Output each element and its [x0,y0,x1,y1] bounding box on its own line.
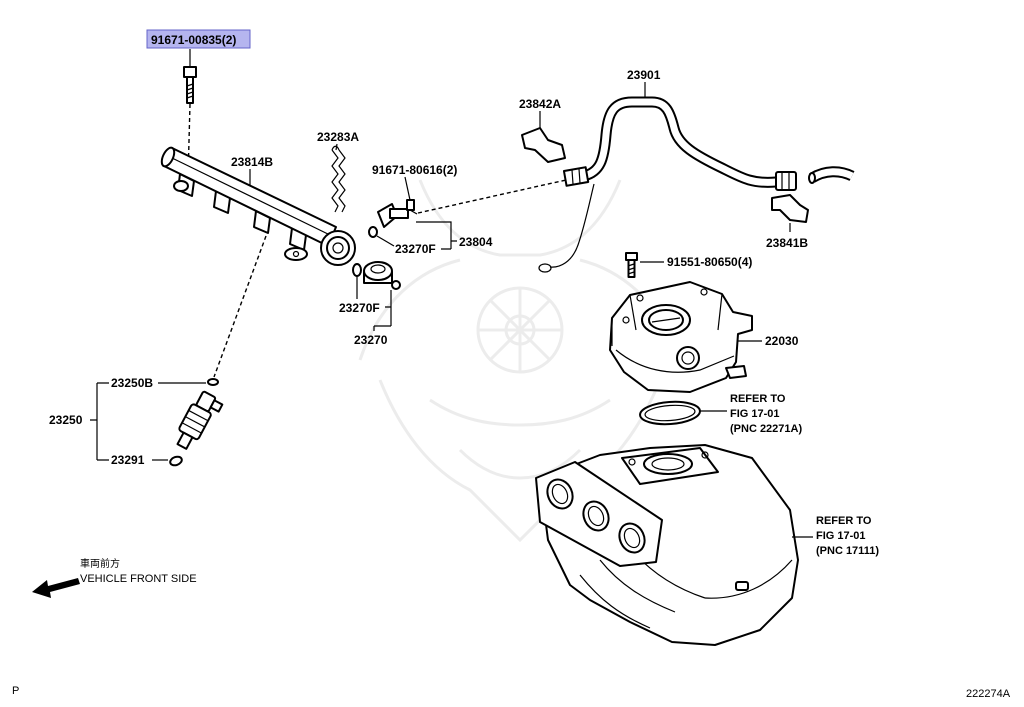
reference-note-gasket[interactable]: REFER TO FIG 17-01 (PNC 22271A) [730,393,802,435]
intake-manifold [535,444,799,646]
clamp-23841b [771,194,809,223]
orientation-label-japanese: 車両前方 [80,557,120,570]
assembly-line-damper-to-hose [417,179,567,214]
hose-open-end [808,172,816,184]
fuel-delivery-pipe [160,146,356,266]
bolt-91671-00835 [183,66,197,104]
throttle-body-gasket [639,400,701,426]
callout-23291[interactable]: 23291 [111,453,145,467]
callout-91671-00835[interactable]: 91671-00835(2) [151,33,236,47]
callout-91551-80650[interactable]: 91551-80650(4) [667,255,752,269]
callout-91671-80616[interactable]: 91671-80616(2) [372,163,457,177]
callout-23250b[interactable]: 23250B [111,376,153,390]
callout-23901[interactable]: 23901 [627,68,661,82]
selected-callout-border [146,29,251,49]
reference-line: FIG 17-01 [816,530,866,542]
sensor-wire [538,183,595,273]
reference-line: REFER TO [730,393,786,405]
oring-23250b-shape [207,378,219,386]
pressure-damper-23270 [352,261,401,290]
callout-23270f-lower[interactable]: 23270F [339,301,380,315]
watermark-logo [358,179,682,543]
vehicle-front-arrow-icon [32,578,80,598]
callout-23270[interactable]: 23270 [354,333,388,347]
page-marker: P [12,685,19,697]
reference-note-manifold[interactable]: REFER TO FIG 17-01 (PNC 17111) [816,515,879,557]
callout-23841b[interactable]: 23841B [766,236,808,250]
callout-23814b[interactable]: 23814B [231,155,273,169]
reference-line: FIG 17-01 [730,408,780,420]
fuel-hose-23901 [562,96,855,191]
figure-id: 222274A [966,688,1011,700]
bolt-91551-80650 [625,252,638,278]
hose-fitting-left [562,166,590,187]
hose-fitting-right [775,171,797,191]
reference-line: (PNC 22271A) [730,423,802,435]
oring-23270f-lower-shape [352,263,362,277]
assembly-line-bolt-to-rail [187,103,191,179]
callout-23842a[interactable]: 23842A [519,97,561,111]
pulsation-damper-23804 [368,199,418,238]
callout-22030[interactable]: 22030 [765,334,799,348]
callout-23804[interactable]: 23804 [459,235,493,249]
orientation-label-english: VEHICLE FRONT SIDE [80,573,197,585]
insulator-23291-shape [169,455,183,467]
reference-line: (PNC 17111) [816,545,879,557]
callout-23283a[interactable]: 23283A [317,130,359,144]
reference-line: REFER TO [816,515,872,527]
clamp-23842a [521,127,566,163]
clip-23283a [331,145,346,213]
callout-23250[interactable]: 23250 [49,413,83,427]
leader-lines [90,49,813,538]
oring-23270f-upper-shape [368,226,378,238]
throttle-body-22030 [609,281,753,393]
callout-23270f-upper[interactable]: 23270F [395,242,436,256]
fuel-injector-23250 [176,390,224,450]
